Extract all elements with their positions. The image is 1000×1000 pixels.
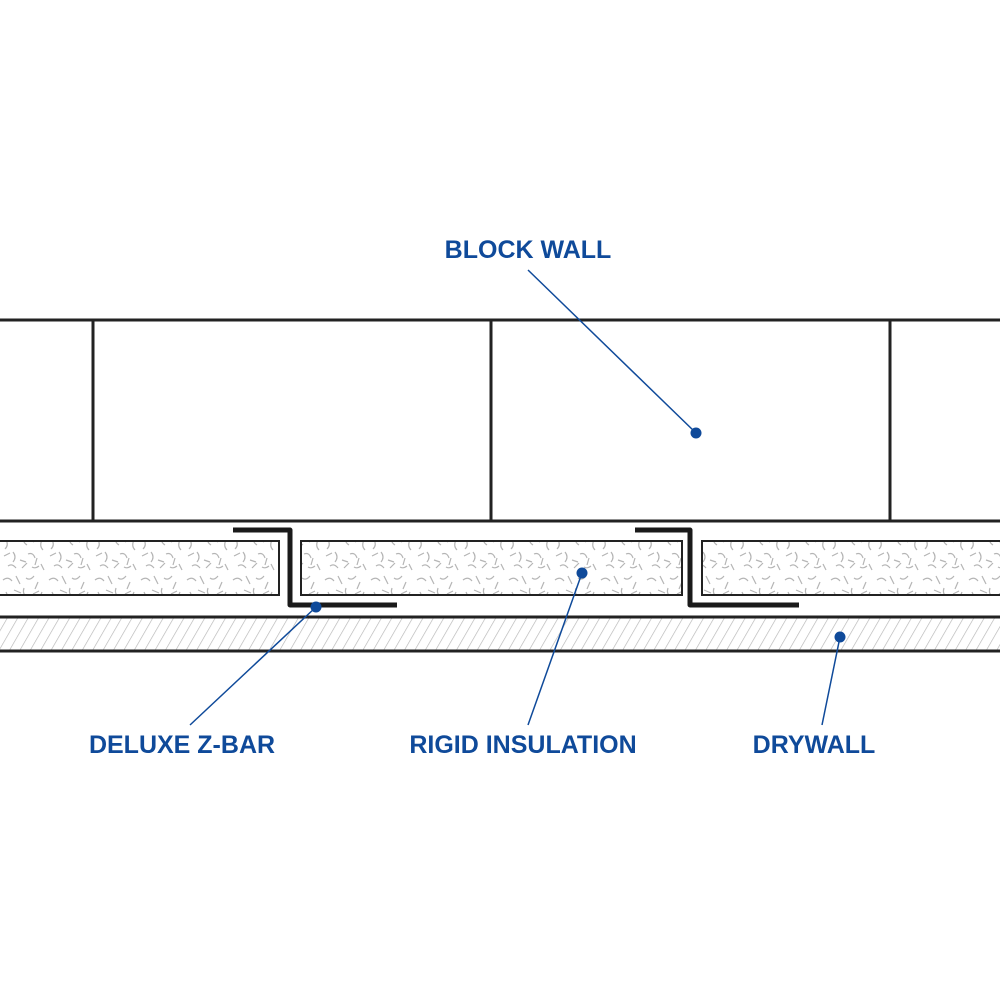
label-deluxe-zbar: DELUXE Z-BAR xyxy=(89,731,275,759)
leader-dot xyxy=(576,567,588,579)
z-bar xyxy=(233,527,397,608)
callout-deluxe-zbar: DELUXE Z-BAR xyxy=(89,601,322,759)
callout-rigid-insulation: RIGID INSULATION xyxy=(409,567,637,759)
label-rigid-insulation: RIGID INSULATION xyxy=(409,731,636,759)
z-bars xyxy=(233,527,799,608)
callout-drywall: DRYWALL xyxy=(753,631,876,759)
leader-line xyxy=(189,606,317,726)
z-bar xyxy=(635,527,799,608)
callout-block-wall: BLOCK WALL xyxy=(445,236,702,439)
leader-line xyxy=(527,269,697,434)
drywall-layer xyxy=(0,615,1000,653)
leader-dot xyxy=(690,427,702,439)
leader-line xyxy=(821,636,841,726)
leader-line xyxy=(527,572,583,726)
leader-dot xyxy=(310,601,322,613)
insulation-board xyxy=(0,540,280,596)
insulation-board xyxy=(701,540,1000,596)
block-wall xyxy=(0,318,1000,523)
insulation-board xyxy=(300,540,683,596)
leader-dot xyxy=(834,631,846,643)
rigid-insulation-boards xyxy=(0,540,1000,596)
label-block-wall: BLOCK WALL xyxy=(445,236,612,264)
label-drywall: DRYWALL xyxy=(753,731,876,759)
